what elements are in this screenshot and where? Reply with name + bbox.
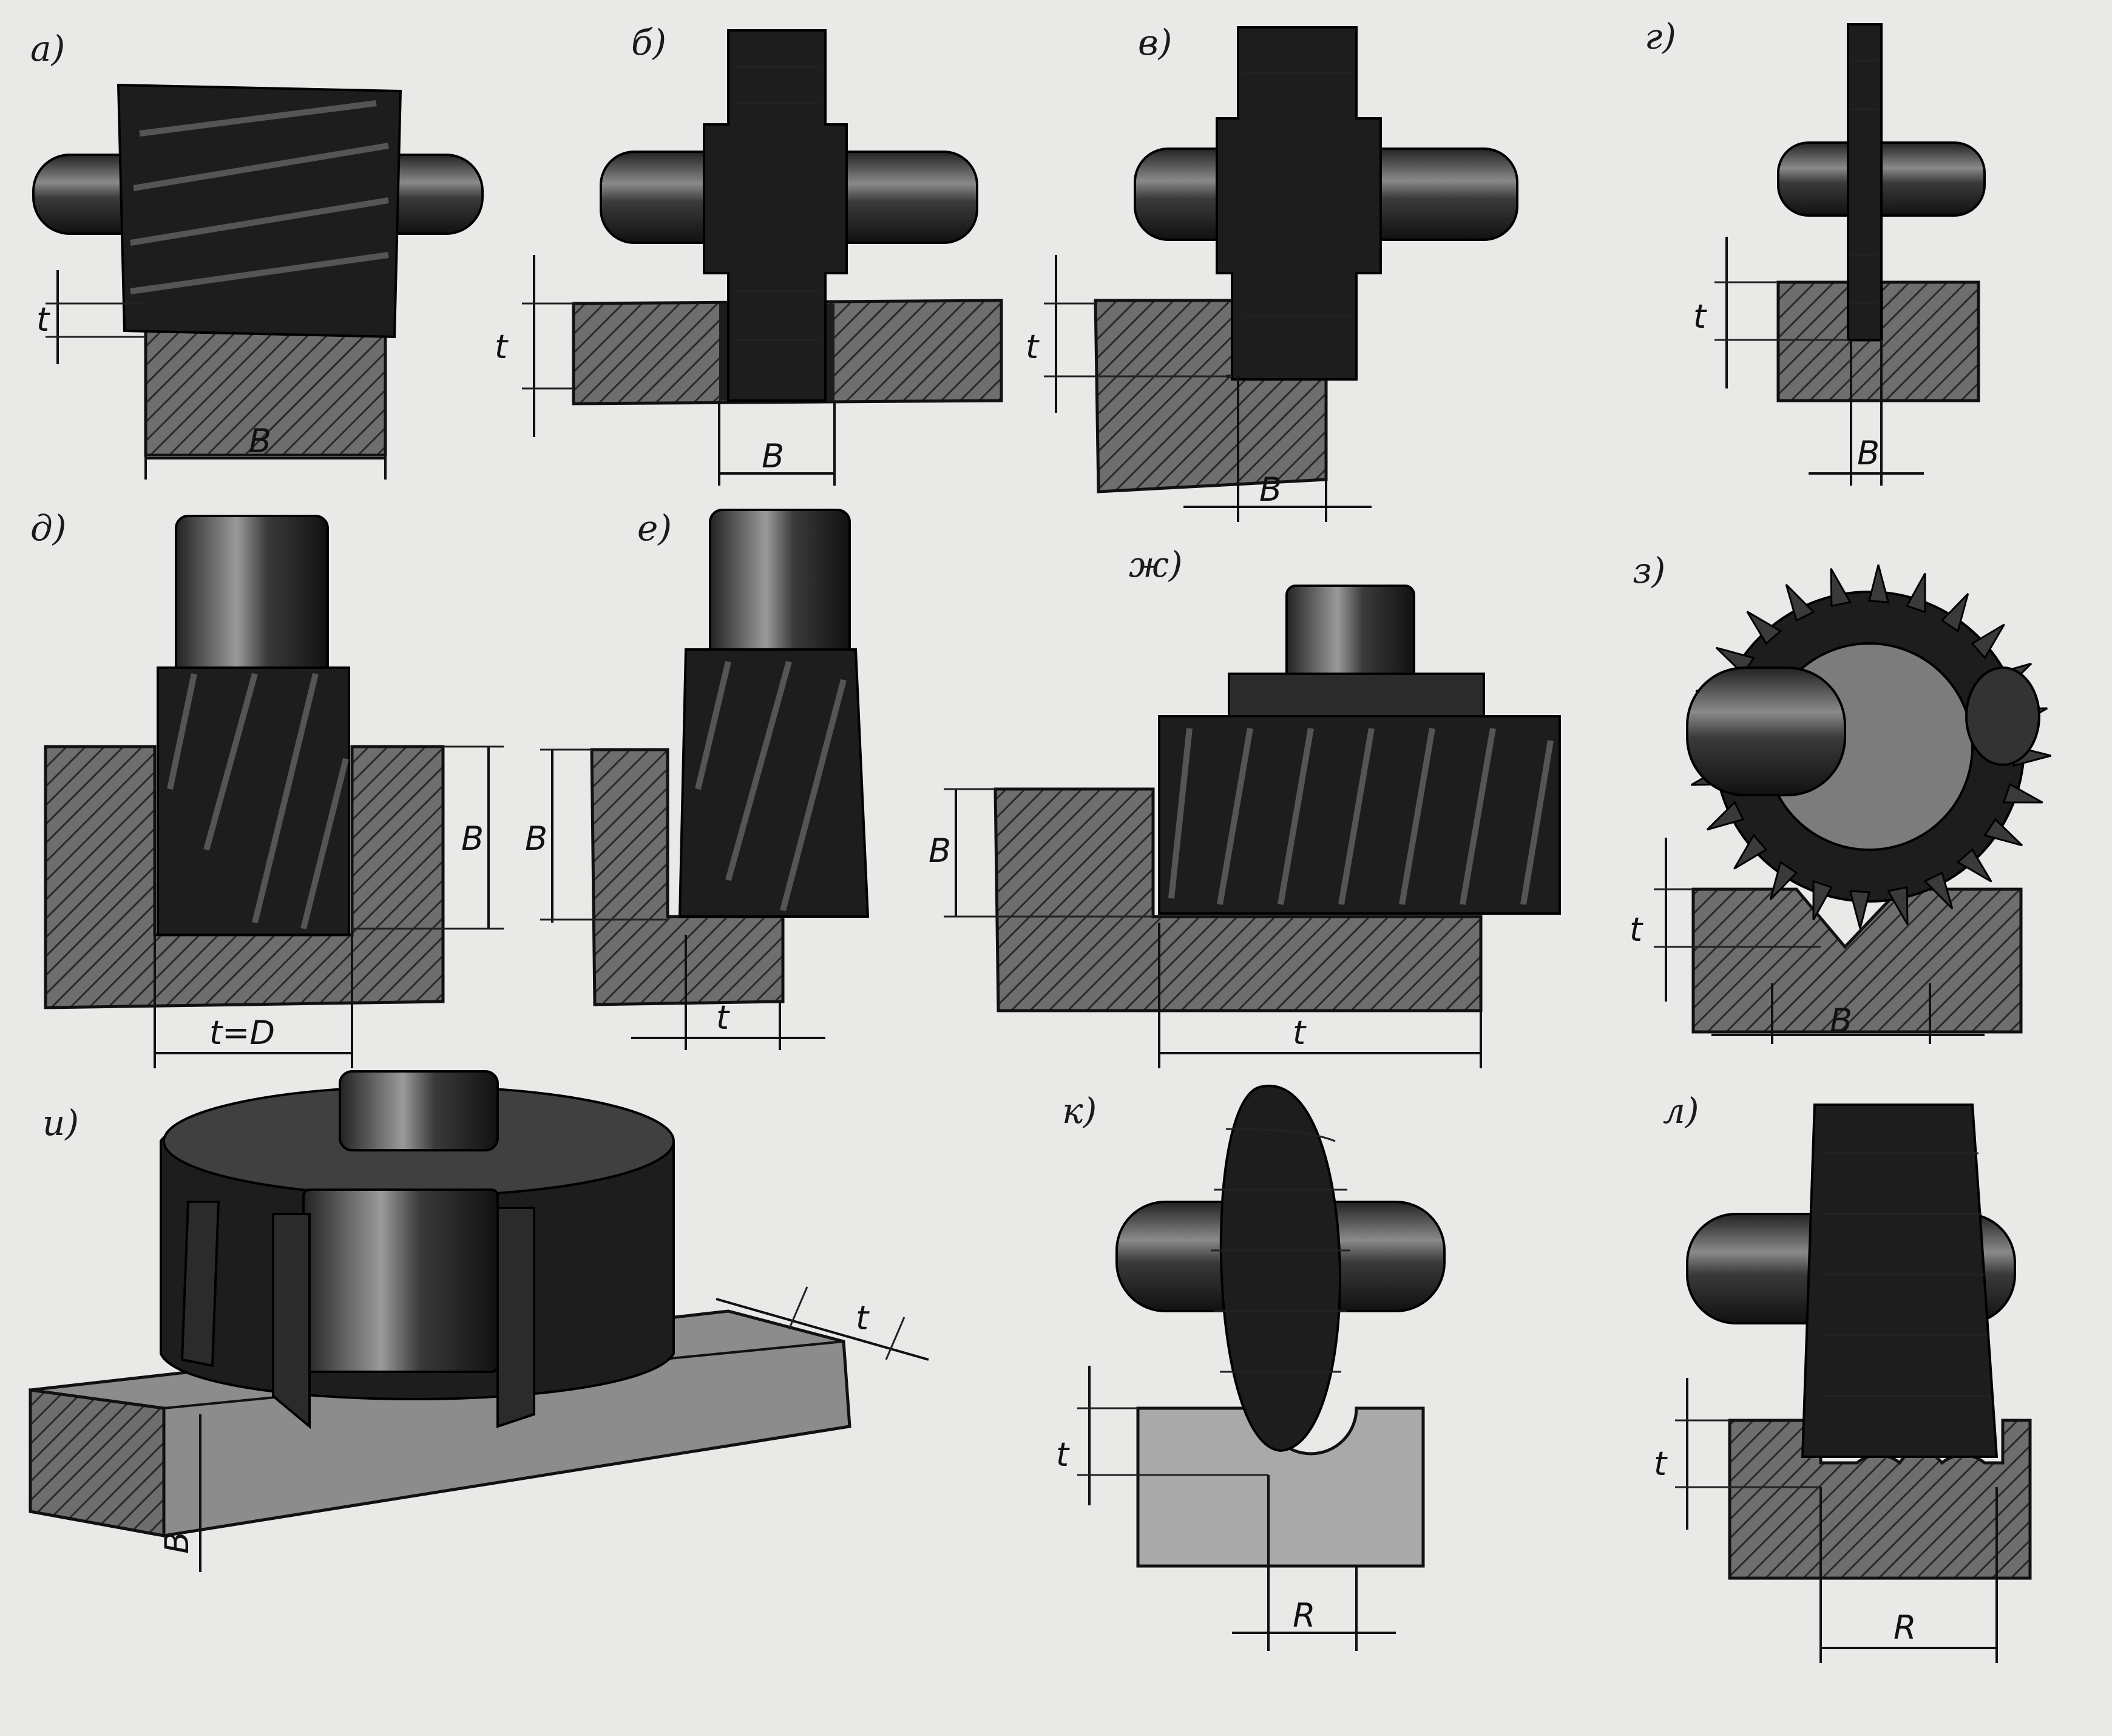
dim-t-z: t: [1630, 910, 1643, 949]
dim-t-l: t: [1654, 1445, 1668, 1483]
cutter-tooth: [1746, 611, 1782, 645]
cutter-tooth: [1905, 572, 1926, 614]
cutter-tooth: [1940, 592, 1969, 633]
cutter-tooth: [1923, 871, 1954, 910]
panel-i: и) B t: [29, 1070, 929, 1572]
shaft-z: [1686, 666, 1846, 796]
workpiece-z: [1691, 887, 2023, 1034]
cylindrical-cutter-a: [117, 83, 402, 339]
shank-e: [709, 509, 851, 663]
cutter-tooth: [1956, 848, 1992, 883]
cutter-tooth: [1983, 818, 2023, 847]
dim-t-zh: t: [1293, 1014, 1307, 1052]
panel-g: г) t B: [1645, 16, 1986, 486]
panel-label-d: д): [30, 507, 66, 549]
end-mill-e: [678, 648, 870, 918]
cutter-tooth: [1971, 623, 2005, 660]
dim-B-v: B: [1259, 470, 1282, 509]
cutter-tooth: [1785, 583, 1815, 622]
dim-t-b: t: [495, 328, 509, 366]
shank-i: [339, 1070, 499, 1151]
dim-B-d: B: [461, 819, 484, 858]
disc-cutter-b: [703, 29, 848, 402]
panel-d: д) B t=D: [30, 507, 504, 1068]
panel-label-l: л): [1663, 1090, 1699, 1131]
cutter-tooth: [1812, 880, 1833, 921]
cutter-tooth: [2002, 782, 2043, 804]
panel-label-e: е): [637, 507, 672, 549]
side-cutter-v: [1216, 26, 1382, 381]
panel-label-zh: ж): [1129, 544, 1183, 585]
dim-t-k: t: [1056, 1436, 1070, 1474]
panel-l: л) t R: [1654, 1090, 2032, 1663]
panel-z: з) t B: [1630, 550, 2052, 1044]
shank-d: [175, 515, 329, 681]
concave-cutter-l: [1801, 1104, 1999, 1458]
panel-label-b: б): [631, 22, 666, 63]
dim-B-b: B: [762, 437, 784, 475]
panel-label-g: г): [1645, 16, 1676, 57]
convex-cutter-k: [1219, 1085, 1341, 1453]
dim-B-a: B: [249, 422, 271, 460]
cutter-tooth: [1868, 564, 1890, 603]
cutter-tooth: [1769, 860, 1798, 901]
panel-v: в) t B: [1026, 22, 1518, 522]
dim-t-v: t: [1026, 328, 1040, 366]
slitting-saw-g: [1847, 23, 1883, 341]
dim-B-zh: B: [929, 832, 951, 870]
panel-label-k: к): [1062, 1090, 1097, 1131]
cutter-tooth: [1830, 568, 1852, 608]
cutter-tooth: [1733, 833, 1768, 870]
dim-t-e: t: [716, 999, 730, 1037]
panel-e: е) B t: [525, 507, 870, 1050]
dim-t-a: t: [36, 300, 50, 339]
panel-label-v: в): [1138, 22, 1172, 63]
dim-R-k: R: [1293, 1596, 1316, 1635]
workpiece-d: [44, 745, 445, 1009]
dim-t-i: t: [856, 1299, 870, 1337]
workpiece-zh: [993, 787, 1483, 1012]
dim-R-l: R: [1894, 1609, 1917, 1647]
dim-B-i: B: [158, 1531, 196, 1554]
panel-label-a: а): [30, 28, 65, 69]
cutter-tooth: [1886, 886, 1909, 926]
dim-B-z: B: [1830, 1002, 1852, 1040]
cutter-tooth: [1849, 890, 1870, 929]
dim-t-g: t: [1693, 297, 1707, 336]
dim-B-g: B: [1857, 434, 1880, 472]
panel-b: б) t B: [495, 22, 1003, 486]
panel-k: к) t R: [1056, 1085, 1446, 1651]
cutter-tooth: [1706, 801, 1745, 831]
dim-tD-d: t=D: [209, 1014, 275, 1052]
panel-zh: ж) B t: [929, 544, 1561, 1068]
panel-a: а) t B: [30, 28, 484, 480]
panel-label-z: з): [1633, 550, 1665, 591]
dim-B-e: B: [525, 819, 547, 858]
panel-label-i: и): [42, 1102, 79, 1144]
